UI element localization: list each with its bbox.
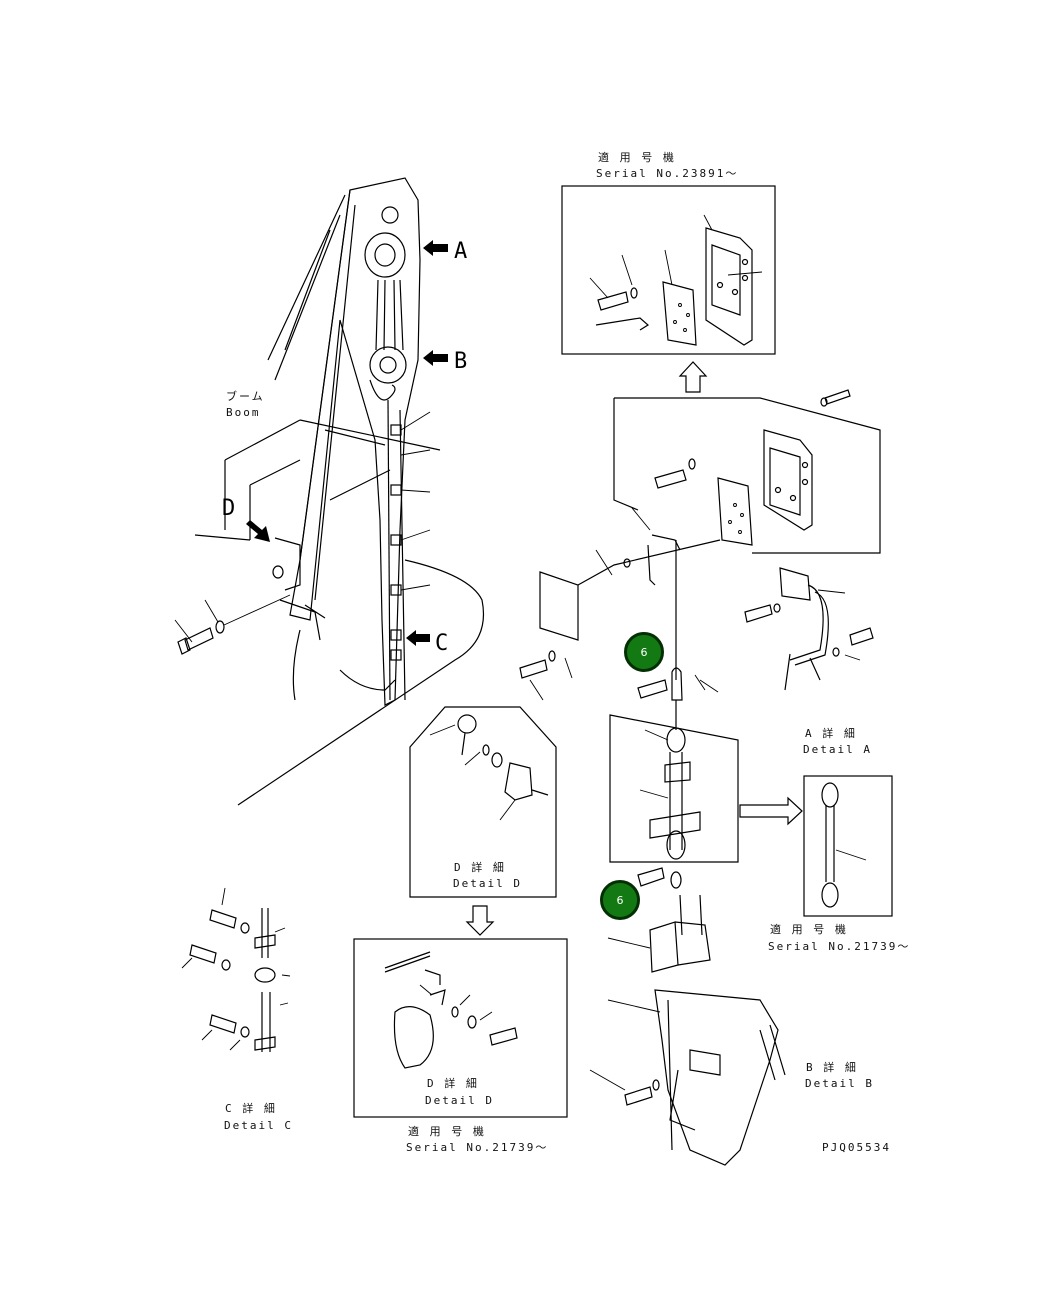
serial-a-jp: 適 用 号 機 <box>770 923 848 936</box>
part-marker-6-upper[interactable]: 6 <box>624 632 664 672</box>
detail-d2-jp: D 詳 細 <box>427 1077 479 1090</box>
callout-arrows <box>246 240 448 646</box>
detail-b-en: Detail B <box>805 1077 874 1090</box>
detail-d-lower-box <box>353 938 568 1118</box>
serial-top-en: Serial No.23891～ <box>596 167 739 180</box>
detail-a-jp: A 詳 細 <box>805 727 857 740</box>
hollow-up-arrow <box>678 361 708 393</box>
part-marker-label: 6 <box>640 645 648 659</box>
boom-assembly <box>174 177 485 806</box>
detail-c-jp: C 詳 細 <box>225 1102 277 1115</box>
detail-c-en: Detail C <box>224 1119 293 1132</box>
boom-label-jp: ブーム <box>226 390 265 403</box>
drawing-code: PJQ05534 <box>822 1141 891 1154</box>
detail-d1-en: Detail D <box>453 877 522 890</box>
serial-d-en: Serial No.21739～ <box>406 1141 549 1154</box>
detail-a-serial-box <box>803 775 893 917</box>
part-marker-6-lower[interactable]: 6 <box>600 880 640 920</box>
detail-c-parts <box>181 887 291 1052</box>
callout-letter-c: C <box>435 631 449 656</box>
serial-top-jp: 適 用 号 機 <box>598 151 676 164</box>
detail-d2-en: Detail D <box>425 1094 494 1107</box>
part-marker-label: 6 <box>616 893 624 907</box>
hook-detail <box>609 700 803 863</box>
detail-a-en: Detail A <box>803 743 872 756</box>
serial-d-jp: 適 用 号 機 <box>408 1125 486 1138</box>
detail-b-hook-block <box>589 867 786 1166</box>
serial-a-en: Serial No.21739～ <box>768 940 911 953</box>
boom-label-en: Boom <box>226 406 261 419</box>
callout-letter-a: A <box>454 239 468 264</box>
detail-d1-jp: D 詳 細 <box>454 861 506 874</box>
serial-23891-box <box>561 185 776 355</box>
callout-letter-d: D <box>222 496 236 521</box>
detail-d-upper-box <box>409 706 557 936</box>
detail-a-assembly <box>519 389 881 701</box>
callout-letter-b: B <box>454 349 468 374</box>
detail-b-jp: B 詳 細 <box>806 1061 858 1074</box>
